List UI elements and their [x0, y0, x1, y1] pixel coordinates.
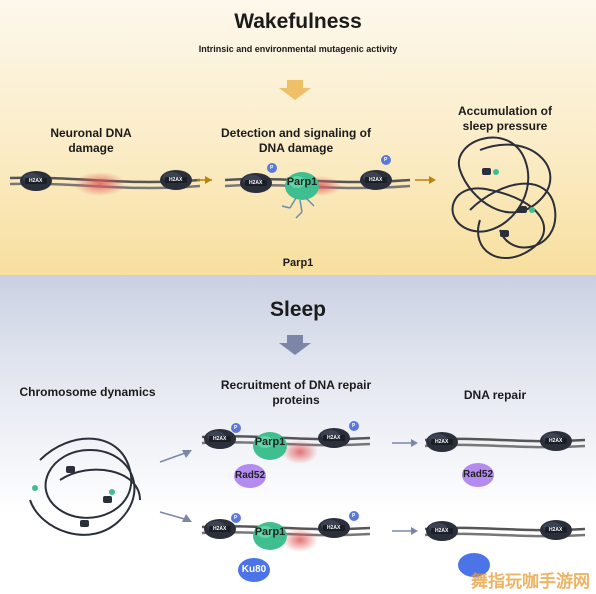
chromatin-tangle-top: [451, 136, 557, 260]
rad52-label: Rad52: [234, 470, 265, 481]
h2ax-label: H2AX: [29, 178, 43, 184]
damaged-dna-strand: [9, 170, 201, 196]
sleep-title: Sleep: [269, 298, 327, 321]
h2ax-label: H2AX: [369, 177, 383, 183]
stage-label-neuronal-dna-damage: Neuronal DNA damage: [50, 126, 132, 155]
h2ax-label: H2AX: [327, 525, 341, 531]
h2ax-label: H2AX: [327, 435, 341, 441]
h2ax-label: H2AX: [213, 526, 227, 532]
watermark: 舞指玩咖手游网: [471, 572, 590, 591]
stage-label-sleep-pressure: Accumulation of sleep pressure: [457, 104, 552, 133]
parp1-detection-strand: [224, 155, 411, 219]
chromatin-nucleosomes: [482, 168, 527, 237]
arrow-icon: [182, 450, 192, 458]
arrow-right-icon: [205, 176, 212, 184]
stage-label-dna-repair: DNA repair: [463, 388, 527, 402]
h2ax-label: H2AX: [435, 439, 449, 445]
arrow-icon: [182, 514, 192, 522]
wakefulness-subtitle: Intrinsic and environmental mutagenic ac…: [198, 44, 398, 54]
chromosome-dynamics: [29, 437, 141, 536]
phospho-label: P: [234, 515, 238, 521]
down-arrow-icon: [279, 335, 311, 355]
parp1-label: Parp1: [286, 176, 318, 188]
rad52-label: Rad52: [462, 469, 493, 480]
h2ax-label: H2AX: [549, 438, 563, 444]
phospho-label: P: [352, 423, 356, 429]
arrow-right-icon: [411, 527, 418, 535]
stage-label-chromosome-dynamics: Chromosome dynamics: [19, 385, 156, 399]
rad52-protein: [234, 464, 266, 488]
h2ax-label: H2AX: [435, 528, 449, 534]
ku80-protein: [238, 558, 270, 582]
wakefulness-title: Wakefulness: [234, 10, 362, 33]
h2ax-label: H2AX: [213, 436, 227, 442]
phospho-label: P: [270, 165, 274, 171]
arrow-right-icon: [411, 439, 418, 447]
stage-label-detection-signaling: Detection and signaling of DNA damage: [220, 126, 371, 155]
phospho-label: P: [234, 425, 238, 431]
ku80-recruitment-strand: [201, 511, 371, 582]
down-arrow-icon: [279, 80, 311, 100]
parp1-label: Parp1: [254, 526, 286, 538]
h2ax-label: H2AX: [249, 180, 263, 186]
transition-label-parp1: Parp1: [282, 257, 314, 269]
rad52-recruitment-strand: [201, 421, 371, 488]
dna-damage-site: [74, 172, 126, 196]
stage-label-repair-recruitment: Recruitment of DNA repair proteins: [220, 378, 372, 407]
parp1-label: Parp1: [254, 436, 286, 448]
repaired-dna-rad52: [424, 431, 586, 487]
arrow-right-icon: [429, 176, 436, 184]
phospho-label: P: [384, 157, 388, 163]
repaired-dna-ku80: [424, 520, 586, 577]
h2ax-label: H2AX: [169, 177, 183, 183]
phospho-label: P: [352, 513, 356, 519]
ku80-label: Ku80: [241, 564, 267, 575]
h2ax-label: H2AX: [549, 527, 563, 533]
